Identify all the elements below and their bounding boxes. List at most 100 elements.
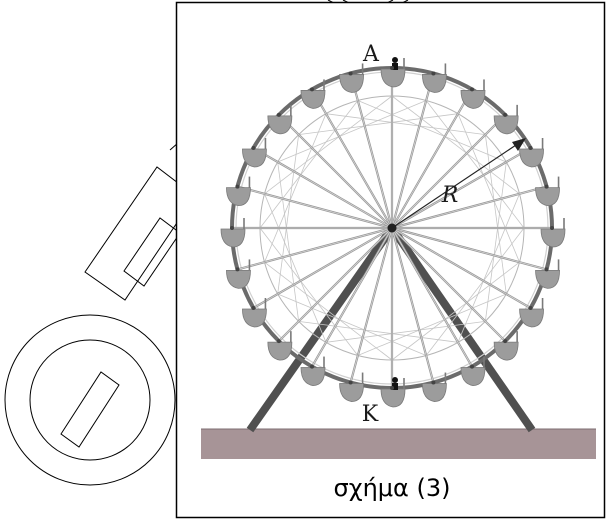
spoke-highlight xyxy=(311,227,393,367)
rim-joint xyxy=(503,112,508,117)
cabin xyxy=(226,270,251,289)
spoke-highlight xyxy=(253,227,393,309)
rider-head xyxy=(392,377,398,383)
radius-arrowhead xyxy=(512,138,526,151)
cross-brace xyxy=(484,134,507,295)
rim-joint xyxy=(251,146,256,150)
cross-brace xyxy=(264,261,393,361)
rim-joint xyxy=(470,87,474,92)
cabin xyxy=(380,68,406,88)
cabin xyxy=(540,228,566,248)
rim-joint xyxy=(544,184,549,189)
rider-body xyxy=(392,63,398,70)
cabin xyxy=(226,187,251,206)
rim-joint xyxy=(310,87,314,92)
left-support-leg xyxy=(246,225,396,433)
spoke-highlight xyxy=(391,186,547,229)
cross-brace xyxy=(264,95,393,195)
rim-joint xyxy=(431,71,436,76)
spoke-highlight xyxy=(391,114,506,229)
cabin xyxy=(460,367,486,386)
spoke-highlight xyxy=(237,227,393,270)
ground xyxy=(201,429,596,459)
spoke-highlight xyxy=(311,89,393,229)
cabin xyxy=(339,74,364,93)
tilted-block-inner xyxy=(123,217,181,287)
cross-brace xyxy=(357,293,507,356)
round-plate-slot xyxy=(60,371,120,448)
rim-joint xyxy=(390,386,394,390)
spoke-highlight xyxy=(253,147,393,229)
rim-joint xyxy=(528,306,533,310)
round-plate-outer xyxy=(4,314,176,486)
wheel-supports xyxy=(246,225,536,433)
spoke-highlight xyxy=(391,227,473,367)
cross-brace xyxy=(264,193,327,343)
cross-brace xyxy=(277,100,427,163)
cross-brace xyxy=(264,113,327,263)
right-support-leg xyxy=(388,225,536,433)
cross-brace xyxy=(484,161,507,322)
rim-joint xyxy=(235,184,240,189)
ferris-wheel xyxy=(220,57,566,408)
spoke-highlight xyxy=(278,114,393,229)
bottom-point-label: K xyxy=(362,402,379,427)
cabin xyxy=(380,388,406,408)
rim-joint xyxy=(230,226,234,230)
cabin xyxy=(339,383,364,402)
rider-body xyxy=(392,383,398,390)
rim-joint xyxy=(470,364,474,369)
rim-joint xyxy=(251,306,256,310)
spoke-highlight xyxy=(391,227,531,309)
cross-brace xyxy=(425,100,525,229)
spoke-highlight xyxy=(391,147,531,229)
cabin xyxy=(460,90,486,109)
spoke-highlight xyxy=(391,73,434,229)
cross-brace xyxy=(259,100,359,229)
rim-joint xyxy=(310,364,314,369)
rim-joint xyxy=(503,339,508,344)
spoke-highlight xyxy=(391,227,506,342)
cabin xyxy=(493,115,519,135)
spoke-highlight xyxy=(278,227,393,342)
cross-brace xyxy=(357,100,507,163)
cabin xyxy=(535,187,560,206)
rim-joint xyxy=(431,380,436,385)
cabin xyxy=(422,383,447,402)
cross-brace xyxy=(457,193,520,343)
rim-joint xyxy=(348,71,353,76)
radius-label: R xyxy=(441,183,459,208)
cross-brace xyxy=(298,320,459,343)
cross-brace xyxy=(325,113,486,136)
cabin xyxy=(267,115,293,135)
cabin xyxy=(300,90,326,109)
cross-brace xyxy=(325,320,486,343)
rim-joint xyxy=(348,380,353,385)
top-point-label: A xyxy=(362,42,380,67)
cabin xyxy=(422,74,447,93)
rim-joint xyxy=(544,267,549,272)
cabin xyxy=(220,228,246,248)
spoke-highlight xyxy=(350,227,393,383)
cross-brace xyxy=(277,293,427,356)
rim-joint xyxy=(276,112,281,117)
spoke-highlight xyxy=(391,227,547,270)
radius-arrow-line xyxy=(391,142,520,229)
spoke-highlight xyxy=(391,89,473,229)
cabin xyxy=(519,308,544,328)
cabin xyxy=(242,148,267,168)
cabin xyxy=(300,367,326,386)
rim-joint xyxy=(276,339,281,344)
cross-brace xyxy=(457,113,520,263)
rider-head xyxy=(392,57,398,63)
rim-joint xyxy=(550,226,554,230)
cross-brace xyxy=(391,261,520,361)
cabin xyxy=(493,341,519,361)
figure-caption: σχήμα (3) xyxy=(334,474,451,502)
spoke-highlight xyxy=(350,73,393,229)
cross-brace xyxy=(259,227,359,356)
rim-joint xyxy=(528,146,533,150)
cross-brace xyxy=(425,227,525,356)
cabin xyxy=(535,270,560,289)
